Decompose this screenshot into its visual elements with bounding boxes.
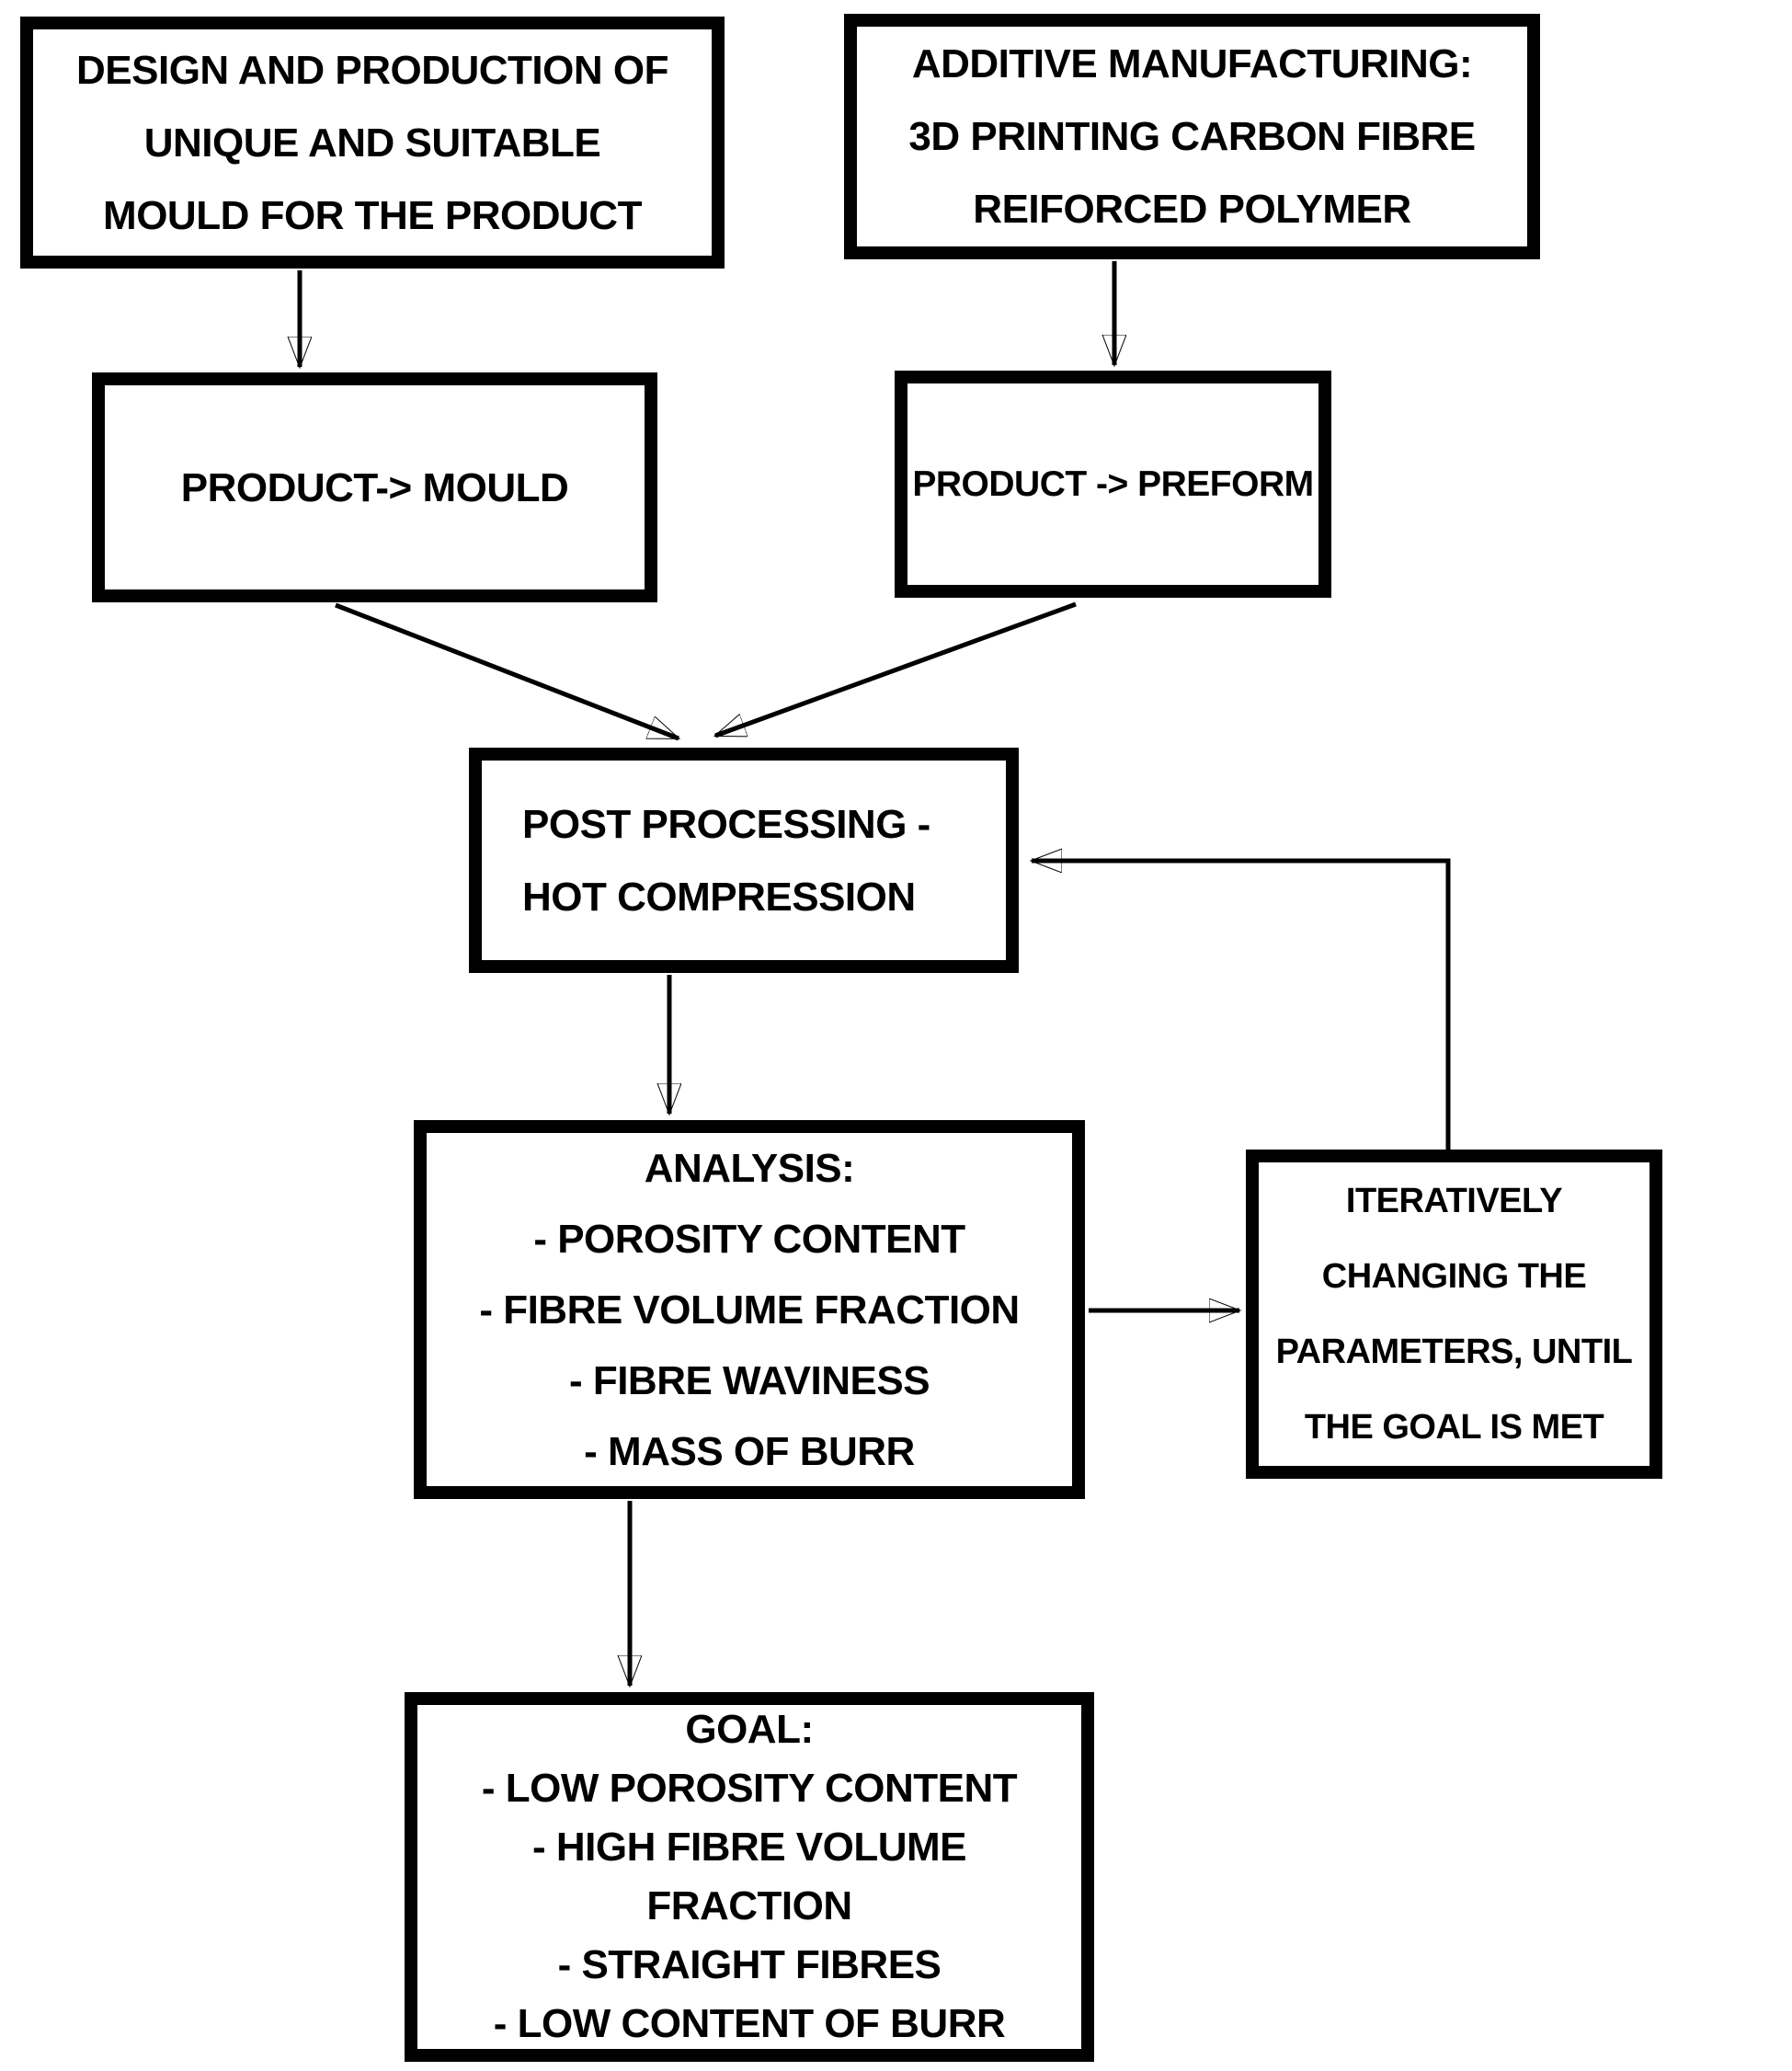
node-design-and-production: DESIGN AND PRODUCTION OF UNIQUE AND SUIT…: [20, 17, 725, 269]
node-line: REIFORCED POLYMER: [973, 187, 1411, 232]
node-additive-manufacturing: ADDITIVE MANUFACTURING: 3D PRINTING CARB…: [844, 14, 1540, 259]
node-analysis: ANALYSIS: - POROSITY CONTENT - FIBRE VOL…: [414, 1120, 1085, 1499]
node-iteratively-changing-parameters: ITERATIVELY CHANGING THE PARAMETERS, UNT…: [1246, 1150, 1662, 1479]
node-line: CHANGING THE: [1321, 1257, 1587, 1296]
node-line: FRACTION: [646, 1883, 852, 1928]
node-line: 3D PRINTING CARBON FIBRE: [908, 114, 1476, 159]
node-line: PRODUCT -> PREFORM: [912, 464, 1314, 504]
node-line: - MASS OF BURR: [584, 1428, 915, 1474]
node-line: - STRAIGHT FIBRES: [557, 1942, 942, 1987]
node-post-processing: POST PROCESSING - HOT COMPRESSION: [469, 748, 1019, 973]
node-product-preform: PRODUCT -> PREFORM: [895, 371, 1331, 598]
arrow-iterate-to-postprocessing: [1032, 861, 1451, 1150]
arrow-mould-to-postprocessing: [335, 602, 679, 741]
node-line: - HIGH FIBRE VOLUME: [531, 1825, 967, 1870]
node-goal: GOAL: - LOW POROSITY CONTENT - HIGH FIBR…: [405, 1692, 1094, 2062]
node-line: DESIGN AND PRODUCTION OF: [76, 47, 668, 93]
node-line: - FIBRE VOLUME FRACTION: [479, 1287, 1020, 1333]
node-line: GOAL:: [685, 1707, 814, 1752]
node-line: - LOW CONTENT OF BURR: [493, 2001, 1006, 2046]
node-line: POST PROCESSING -: [522, 801, 930, 847]
node-line: PARAMETERS, UNTIL: [1275, 1333, 1633, 1371]
node-line: ITERATIVELY: [1345, 1182, 1563, 1220]
node-line: - LOW POROSITY CONTENT: [481, 1766, 1018, 1811]
node-line: UNIQUE AND SUITABLE: [143, 120, 601, 166]
node-line: - FIBRE WAVINESS: [568, 1357, 930, 1403]
node-line: THE GOAL IS MET: [1304, 1408, 1604, 1447]
node-line: HOT COMPRESSION: [522, 874, 916, 920]
node-line: - POROSITY CONTENT: [533, 1216, 965, 1262]
node-product-mould: PRODUCT-> MOULD: [92, 372, 657, 602]
arrow-preform-to-postprocessing: [715, 601, 1077, 738]
node-line: ANALYSIS:: [644, 1145, 855, 1191]
node-line: ADDITIVE MANUFACTURING:: [911, 41, 1473, 86]
node-line: MOULD FOR THE PRODUCT: [103, 192, 642, 238]
node-line: PRODUCT-> MOULD: [180, 464, 569, 510]
